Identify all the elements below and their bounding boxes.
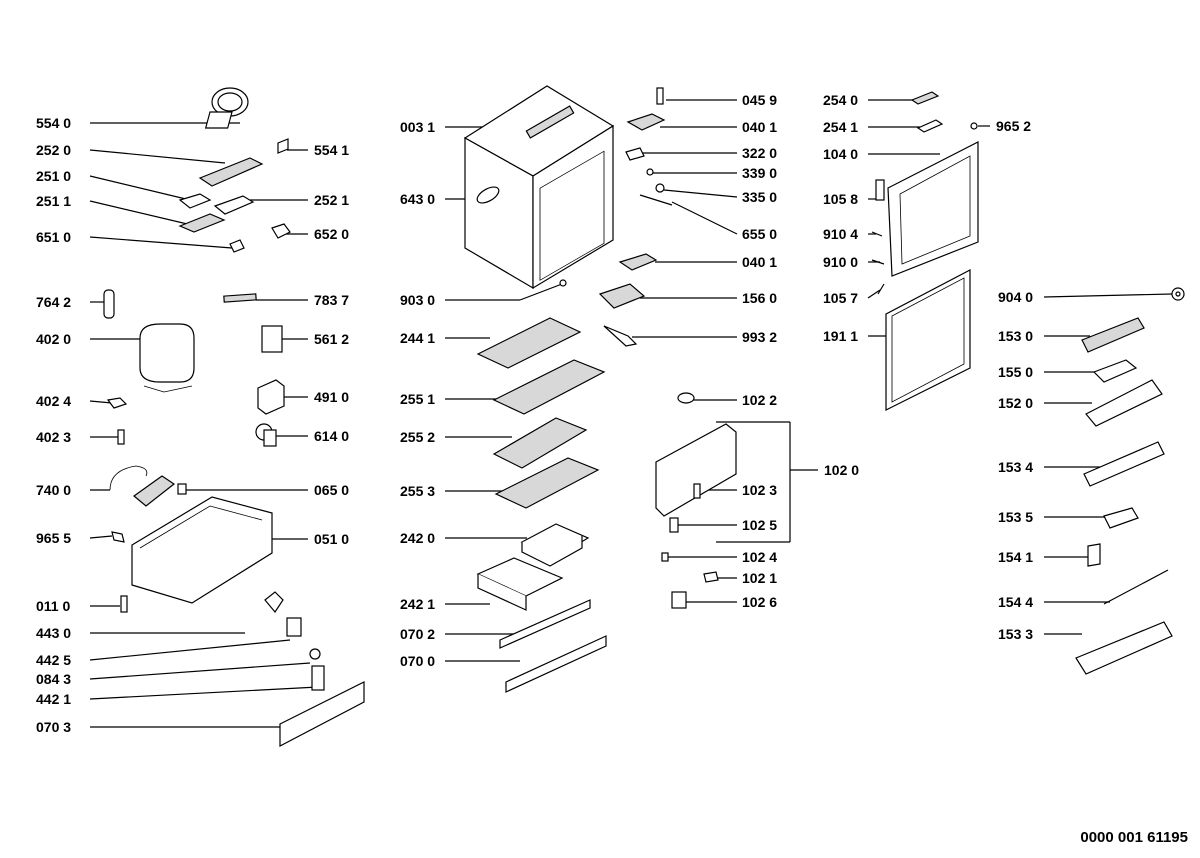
- label-153-5: 153 5: [998, 509, 1033, 525]
- label-153-4: 153 4: [998, 459, 1033, 475]
- label-102-6: 102 6: [742, 594, 777, 610]
- label-554-0: 554 0: [36, 115, 71, 131]
- label-255-3: 255 3: [400, 483, 435, 499]
- label-242-0: 242 0: [400, 530, 435, 546]
- label-652-0: 652 0: [314, 226, 349, 242]
- label-655-0: 655 0: [742, 226, 777, 242]
- label-993-2: 993 2: [742, 329, 777, 345]
- label-040-1-lower: 040 1: [742, 254, 777, 270]
- label-242-1: 242 1: [400, 596, 435, 612]
- label-102-1: 102 1: [742, 570, 777, 586]
- label-910-0: 910 0: [823, 254, 858, 270]
- label-252-1: 252 1: [314, 192, 349, 208]
- label-251-1: 251 1: [36, 193, 71, 209]
- label-335-0: 335 0: [742, 189, 777, 205]
- label-105-8: 105 8: [823, 191, 858, 207]
- label-252-0: 252 0: [36, 142, 71, 158]
- label-554-1: 554 1: [314, 142, 349, 158]
- label-402-0: 402 0: [36, 331, 71, 347]
- label-070-3: 070 3: [36, 719, 71, 735]
- label-070-2: 070 2: [400, 626, 435, 642]
- left-column-leaders: [89, 122, 319, 728]
- label-104-0: 104 0: [823, 146, 858, 162]
- right-center-leaders: [632, 99, 818, 603]
- label-102-2: 102 2: [742, 392, 777, 408]
- label-153-3: 153 3: [998, 626, 1033, 642]
- label-339-0: 339 0: [742, 165, 777, 181]
- label-156-0: 156 0: [742, 290, 777, 306]
- label-051-0: 051 0: [314, 531, 349, 547]
- label-244-1: 244 1: [400, 330, 435, 346]
- label-491-0: 491 0: [314, 389, 349, 405]
- mid-left-leaders: [186, 149, 308, 540]
- label-154-1: 154 1: [998, 549, 1033, 565]
- label-154-4: 154 4: [998, 594, 1033, 610]
- label-443-0: 443 0: [36, 625, 71, 641]
- label-153-0: 153 0: [998, 328, 1033, 344]
- label-402-3: 402 3: [36, 429, 71, 445]
- label-084-3: 084 3: [36, 671, 71, 687]
- label-102-4: 102 4: [742, 549, 777, 565]
- center-leaders: [445, 126, 563, 662]
- label-561-2: 561 2: [314, 331, 349, 347]
- label-764-2: 764 2: [36, 294, 71, 310]
- label-783-7: 783 7: [314, 292, 349, 308]
- label-910-4: 910 4: [823, 226, 858, 242]
- label-191-1: 191 1: [823, 328, 858, 344]
- label-045-9: 045 9: [742, 92, 777, 108]
- label-251-0: 251 0: [36, 168, 71, 184]
- label-903-0: 903 0: [400, 292, 435, 308]
- label-904-0: 904 0: [998, 289, 1033, 305]
- label-740-0: 740 0: [36, 482, 71, 498]
- label-152-0: 152 0: [998, 395, 1033, 411]
- label-102-0: 102 0: [824, 462, 859, 478]
- label-402-4: 402 4: [36, 393, 71, 409]
- right-leaders: [867, 99, 1173, 635]
- label-155-0: 155 0: [998, 364, 1033, 380]
- label-003-1: 003 1: [400, 119, 435, 135]
- part-drawings: [103, 85, 1185, 747]
- document-number: 0000 001 61195: [1080, 829, 1188, 846]
- label-255-1: 255 1: [400, 391, 435, 407]
- label-643-0: 643 0: [400, 191, 435, 207]
- label-105-7: 105 7: [823, 290, 858, 306]
- label-255-2: 255 2: [400, 429, 435, 445]
- label-040-1: 040 1: [742, 119, 777, 135]
- label-965-5: 965 5: [36, 530, 71, 546]
- label-070-0: 070 0: [400, 653, 435, 669]
- label-614-0: 614 0: [314, 428, 349, 444]
- part-labels: 554 0 252 0 251 0 251 1 651 0 764 2 402 …: [36, 92, 1033, 735]
- label-102-5: 102 5: [742, 517, 777, 533]
- label-011-0: 011 0: [36, 598, 70, 614]
- label-442-5: 442 5: [36, 652, 71, 668]
- label-965-2: 965 2: [996, 118, 1031, 134]
- label-651-0: 651 0: [36, 229, 71, 245]
- label-065-0: 065 0: [314, 482, 349, 498]
- label-254-0: 254 0: [823, 92, 858, 108]
- label-102-3: 102 3: [742, 482, 777, 498]
- label-322-0: 322 0: [742, 145, 777, 161]
- label-254-1: 254 1: [823, 119, 858, 135]
- label-442-1: 442 1: [36, 691, 71, 707]
